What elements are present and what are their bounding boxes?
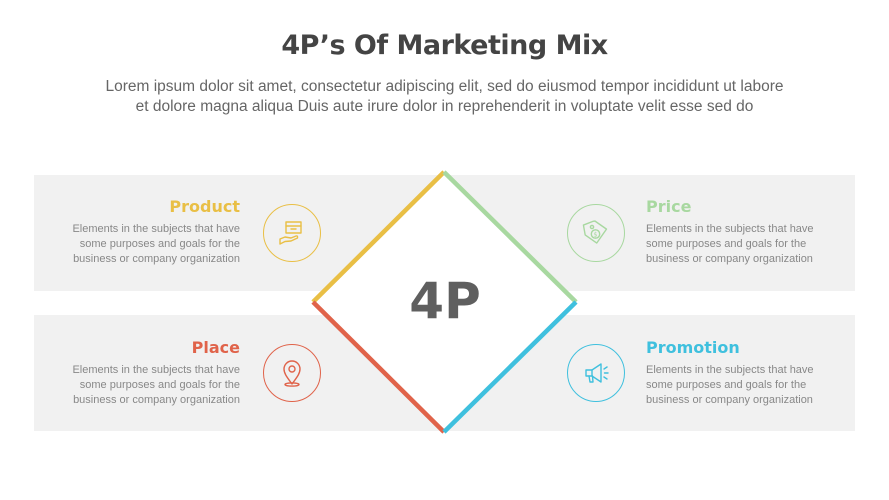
place-description: Elements in the subjects that have some … — [30, 363, 240, 408]
price-edge — [442, 170, 578, 304]
promotion-description-line: Elements in the subjects that have — [646, 364, 814, 376]
place-card: Place Elements in the subjects that have… — [30, 338, 240, 408]
promotion-description-line: some purposes and goals for the — [646, 379, 807, 391]
price-description: Elements in the subjects that have some … — [646, 222, 856, 267]
price-description-line: some purposes and goals for the — [646, 238, 807, 250]
promotion-edge — [442, 300, 578, 434]
product-description-line: Elements in the subjects that have — [72, 223, 240, 235]
product-description: Elements in the subjects that have some … — [30, 222, 240, 267]
page-title: 4P’s Of Marketing Mix — [281, 30, 608, 61]
box-hand-icon — [279, 221, 302, 245]
product-icon-circle — [263, 204, 321, 262]
price-icon-circle: $ — [567, 204, 625, 262]
product-description-line: some purposes and goals for the — [79, 238, 240, 250]
price-description-line: Elements in the subjects that have — [646, 223, 814, 235]
center-label: 4P — [409, 272, 481, 330]
product-edge — [311, 170, 446, 304]
price-card: Price Elements in the subjects that have… — [646, 197, 856, 267]
subtitle-line-2: et dolore magna aliqua Duis aute irure d… — [135, 98, 754, 115]
place-description-line: some purposes and goals for the — [79, 379, 240, 391]
place-description-line: Elements in the subjects that have — [72, 364, 240, 376]
promotion-description: Elements in the subjects that have some … — [646, 363, 856, 408]
location-pin-icon — [283, 360, 301, 387]
product-card: Product Elements in the subjects that ha… — [30, 197, 240, 267]
price-tag-icon: $ — [582, 220, 608, 244]
price-heading: Price — [646, 197, 692, 216]
product-description-line: business or company organization — [73, 253, 240, 265]
place-description-line: business or company organization — [73, 394, 240, 406]
page-subtitle: Lorem ipsum dolor sit amet, consectetur … — [20, 77, 869, 117]
place-heading: Place — [191, 338, 240, 357]
promotion-icon-circle — [567, 344, 625, 402]
price-description-line: business or company organization — [646, 253, 813, 265]
svg-text:$: $ — [593, 231, 597, 239]
megaphone-icon — [585, 363, 609, 383]
promotion-heading: Promotion — [646, 338, 740, 357]
promotion-card: Promotion Elements in the subjects that … — [646, 338, 856, 408]
subtitle-line-1: Lorem ipsum dolor sit amet, consectetur … — [105, 78, 784, 95]
promotion-description-line: business or company organization — [646, 394, 813, 406]
place-edge — [311, 300, 446, 434]
place-icon-circle — [263, 344, 321, 402]
product-heading: Product — [169, 197, 240, 216]
